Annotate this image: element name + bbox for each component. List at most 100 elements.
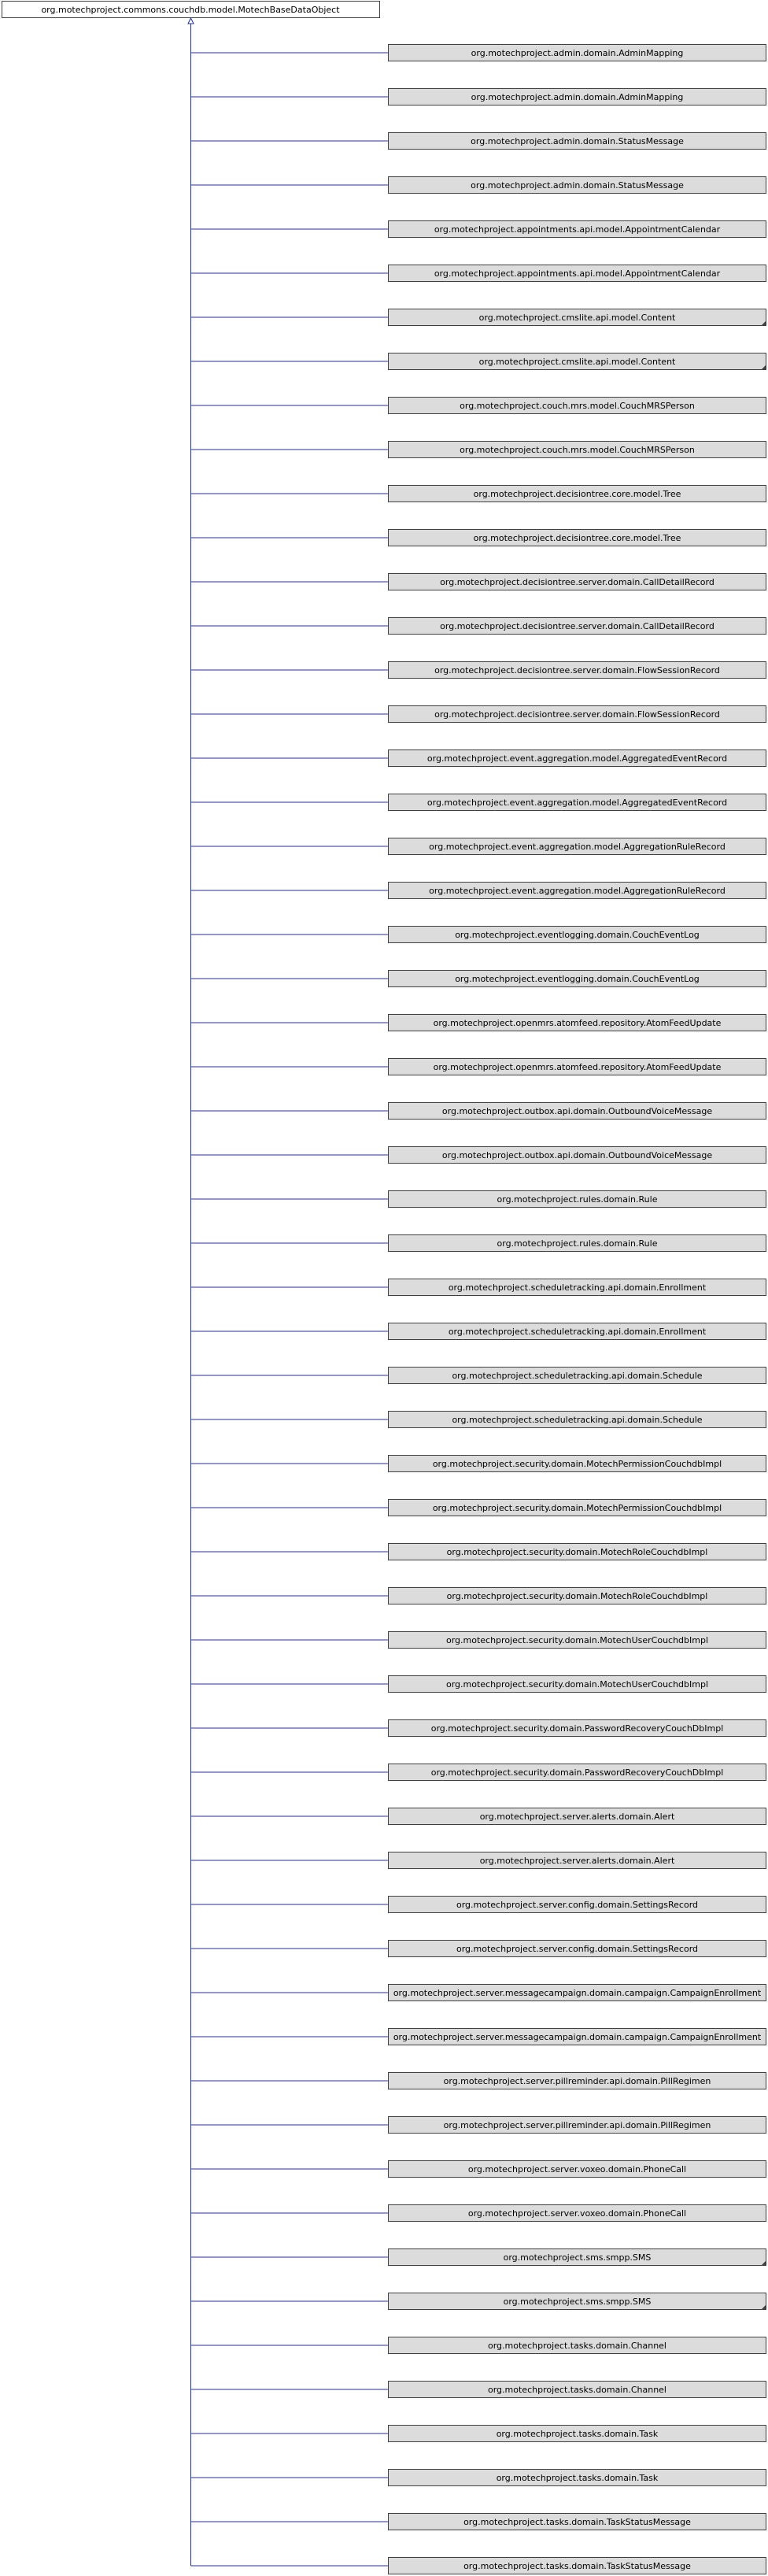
subclass-node[interactable]: org.motechproject.server.voxeo.domain.Ph… <box>388 2204 766 2222</box>
subclass-node[interactable]: org.motechproject.outbox.api.domain.Outb… <box>388 1146 766 1164</box>
subclass-node[interactable]: org.motechproject.openmrs.atomfeed.repos… <box>388 1058 766 1075</box>
subclass-box[interactable] <box>388 265 766 282</box>
subclass-box[interactable] <box>388 1808 766 1825</box>
subclass-node[interactable]: org.motechproject.event.aggregation.mode… <box>388 749 766 767</box>
subclass-node[interactable]: org.motechproject.admin.domain.AdminMapp… <box>388 44 766 61</box>
subclass-node[interactable]: org.motechproject.admin.domain.StatusMes… <box>388 176 766 194</box>
base-class-node[interactable]: org.motechproject.commons.couchdb.model.… <box>2 1 380 18</box>
subclass-node[interactable]: org.motechproject.tasks.domain.TaskStatu… <box>388 2513 766 2530</box>
subclass-node[interactable]: org.motechproject.cmslite.api.model.Cont… <box>388 309 766 326</box>
subclass-node[interactable]: org.motechproject.scheduletracking.api.d… <box>388 1323 766 1340</box>
subclass-box[interactable] <box>388 1411 766 1428</box>
subclass-node[interactable]: org.motechproject.security.domain.Motech… <box>388 1455 766 1472</box>
subclass-box[interactable] <box>388 1631 766 1649</box>
subclass-box[interactable] <box>388 1543 766 1560</box>
subclass-node[interactable]: org.motechproject.eventlogging.domain.Co… <box>388 970 766 987</box>
subclass-box[interactable] <box>388 485 766 502</box>
subclass-node[interactable]: org.motechproject.couch.mrs.model.CouchM… <box>388 441 766 458</box>
subclass-box[interactable] <box>388 1940 766 1957</box>
subclass-node[interactable]: org.motechproject.server.alerts.domain.A… <box>388 1852 766 1869</box>
subclass-node[interactable]: org.motechproject.appointments.api.model… <box>388 220 766 238</box>
subclass-box[interactable] <box>388 970 766 987</box>
subclass-node[interactable]: org.motechproject.tasks.domain.Task <box>388 2469 766 2486</box>
subclass-box[interactable] <box>388 1896 766 1913</box>
subclass-box[interactable] <box>388 2293 766 2310</box>
subclass-node[interactable]: org.motechproject.rules.domain.Rule <box>388 1190 766 1208</box>
subclass-node[interactable]: org.motechproject.decisiontree.server.do… <box>388 705 766 723</box>
subclass-box[interactable] <box>388 617 766 635</box>
subclass-box[interactable] <box>388 1279 766 1296</box>
subclass-node[interactable]: org.motechproject.security.domain.Passwo… <box>388 1719 766 1737</box>
subclass-box[interactable] <box>388 1014 766 1031</box>
subclass-box[interactable] <box>388 926 766 943</box>
subclass-node[interactable]: org.motechproject.admin.domain.StatusMes… <box>388 132 766 150</box>
subclass-node[interactable]: org.motechproject.tasks.domain.Task <box>388 2425 766 2442</box>
subclass-box[interactable] <box>388 220 766 238</box>
subclass-node[interactable]: org.motechproject.admin.domain.AdminMapp… <box>388 88 766 105</box>
subclass-node[interactable]: org.motechproject.server.voxeo.domain.Ph… <box>388 2160 766 2178</box>
subclass-node[interactable]: org.motechproject.decisiontree.server.do… <box>388 661 766 679</box>
subclass-node[interactable]: org.motechproject.openmrs.atomfeed.repos… <box>388 1014 766 1031</box>
subclass-node[interactable]: org.motechproject.security.domain.Motech… <box>388 1631 766 1649</box>
subclass-box[interactable] <box>388 2248 766 2266</box>
subclass-node[interactable]: org.motechproject.scheduletracking.api.d… <box>388 1367 766 1384</box>
subclass-box[interactable] <box>388 838 766 855</box>
subclass-node[interactable]: org.motechproject.tasks.domain.TaskStatu… <box>388 2557 766 2574</box>
subclass-box[interactable] <box>388 176 766 194</box>
subclass-node[interactable]: org.motechproject.outbox.api.domain.Outb… <box>388 1102 766 1120</box>
subclass-box[interactable] <box>388 2337 766 2354</box>
subclass-box[interactable] <box>388 1102 766 1120</box>
subclass-node[interactable]: org.motechproject.event.aggregation.mode… <box>388 838 766 855</box>
subclass-box[interactable] <box>388 2160 766 2178</box>
subclass-node[interactable]: org.motechproject.rules.domain.Rule <box>388 1234 766 1252</box>
subclass-box[interactable] <box>388 1852 766 1869</box>
subclass-box[interactable] <box>388 882 766 899</box>
subclass-box[interactable] <box>388 1719 766 1737</box>
subclass-node[interactable]: org.motechproject.server.config.domain.S… <box>388 1896 766 1913</box>
subclass-node[interactable]: org.motechproject.event.aggregation.mode… <box>388 794 766 811</box>
subclass-node[interactable]: org.motechproject.security.domain.Motech… <box>388 1499 766 1516</box>
subclass-node[interactable]: org.motechproject.security.domain.Motech… <box>388 1543 766 1560</box>
subclass-box[interactable] <box>388 1146 766 1164</box>
base-class-box[interactable] <box>2 1 380 18</box>
subclass-box[interactable] <box>388 2072 766 2089</box>
subclass-box[interactable] <box>388 529 766 546</box>
subclass-box[interactable] <box>388 397 766 414</box>
subclass-box[interactable] <box>388 1234 766 1252</box>
subclass-node[interactable]: org.motechproject.security.domain.Motech… <box>388 1587 766 1604</box>
subclass-box[interactable] <box>388 2469 766 2486</box>
subclass-box[interactable] <box>388 44 766 61</box>
subclass-box[interactable] <box>388 2425 766 2442</box>
subclass-node[interactable]: org.motechproject.tasks.domain.Channel <box>388 2381 766 2398</box>
subclass-box[interactable] <box>388 1367 766 1384</box>
subclass-node[interactable]: org.motechproject.server.config.domain.S… <box>388 1940 766 1957</box>
subclass-node[interactable]: org.motechproject.decisiontree.core.mode… <box>388 529 766 546</box>
subclass-box[interactable] <box>388 794 766 811</box>
subclass-box[interactable] <box>388 2116 766 2134</box>
subclass-box[interactable] <box>388 132 766 150</box>
subclass-box[interactable] <box>388 705 766 723</box>
subclass-box[interactable] <box>388 1499 766 1516</box>
subclass-box[interactable] <box>388 1323 766 1340</box>
subclass-box[interactable] <box>388 2381 766 2398</box>
subclass-node[interactable]: org.motechproject.server.pillreminder.ap… <box>388 2116 766 2134</box>
subclass-box[interactable] <box>388 2028 766 2045</box>
subclass-node[interactable]: org.motechproject.sms.smpp.SMS <box>388 2293 766 2310</box>
subclass-node[interactable]: org.motechproject.server.pillreminder.ap… <box>388 2072 766 2089</box>
subclass-box[interactable] <box>388 2513 766 2530</box>
subclass-node[interactable]: org.motechproject.server.alerts.domain.A… <box>388 1808 766 1825</box>
subclass-box[interactable] <box>388 1455 766 1472</box>
subclass-node[interactable]: org.motechproject.event.aggregation.mode… <box>388 882 766 899</box>
subclass-node[interactable]: org.motechproject.appointments.api.model… <box>388 265 766 282</box>
subclass-node[interactable]: org.motechproject.scheduletracking.api.d… <box>388 1279 766 1296</box>
subclass-node[interactable]: org.motechproject.security.domain.Motech… <box>388 1675 766 1693</box>
subclass-node[interactable]: org.motechproject.security.domain.Passwo… <box>388 1764 766 1781</box>
subclass-box[interactable] <box>388 661 766 679</box>
subclass-box[interactable] <box>388 1058 766 1075</box>
subclass-box[interactable] <box>388 309 766 326</box>
subclass-box[interactable] <box>388 1587 766 1604</box>
subclass-node[interactable]: org.motechproject.decisiontree.server.do… <box>388 573 766 590</box>
subclass-box[interactable] <box>388 749 766 767</box>
subclass-node[interactable]: org.motechproject.decisiontree.server.do… <box>388 617 766 635</box>
subclass-node[interactable]: org.motechproject.server.messagecampaign… <box>388 1984 766 2001</box>
